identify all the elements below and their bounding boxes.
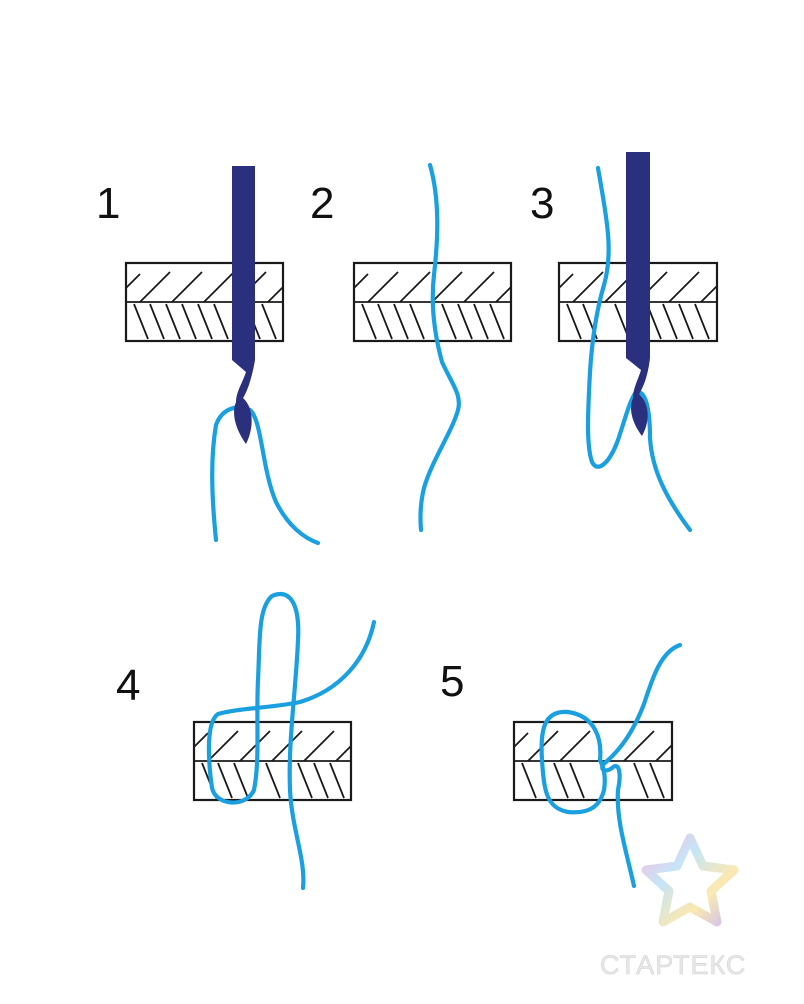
step-5-panel: 5 bbox=[440, 642, 683, 889]
watermark-text: СТАРТЕКС bbox=[600, 950, 746, 980]
watermark: СТАРТЕКС bbox=[600, 833, 746, 980]
step-4-number: 4 bbox=[116, 661, 140, 710]
step-3-panel: 3 bbox=[530, 152, 719, 533]
step-1-number: 1 bbox=[96, 179, 120, 228]
step-4-thread bbox=[206, 592, 377, 891]
step-3-needle bbox=[626, 152, 650, 436]
step-4-fabric bbox=[192, 720, 353, 802]
step-1-panel: 1 bbox=[96, 166, 321, 546]
step-2-panel: 2 bbox=[310, 162, 513, 533]
star-logo-icon bbox=[641, 833, 739, 927]
step-3-thread bbox=[585, 165, 693, 533]
step-4-panel: 4 bbox=[116, 592, 377, 891]
step-5-number: 5 bbox=[440, 657, 464, 706]
step-3-number: 3 bbox=[530, 179, 554, 228]
step-5-loop-thread bbox=[539, 709, 607, 815]
step-1-fabric bbox=[124, 261, 285, 343]
step-1-thread bbox=[210, 405, 321, 546]
step-1-needle bbox=[232, 166, 255, 444]
step-2-number: 2 bbox=[310, 179, 334, 228]
step-2-thread bbox=[418, 162, 461, 533]
step-5-fabric bbox=[512, 720, 674, 802]
